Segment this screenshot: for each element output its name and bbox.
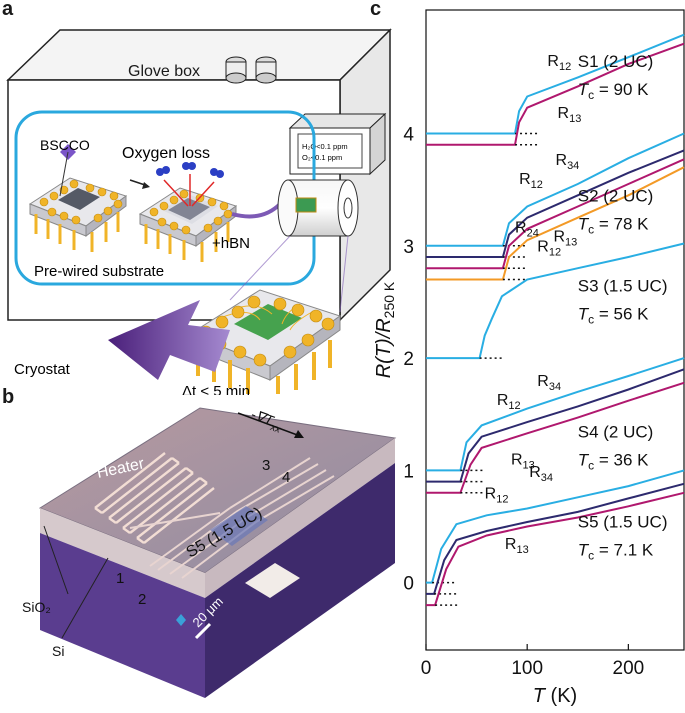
glove-box-label: Glove box — [128, 63, 200, 80]
series-name-label: R12 — [547, 53, 571, 73]
sio2-layer-side — [205, 438, 395, 598]
x-axis-label: T (K) — [533, 685, 577, 707]
gradient-label: -∇Txx — [248, 406, 286, 436]
series-line-r34 — [426, 482, 685, 595]
si-label: Si — [52, 643, 64, 659]
series-line-r12 — [426, 469, 685, 584]
series-name-label: R24 — [515, 219, 539, 239]
series-name-label: R12 — [485, 485, 509, 505]
step-arrowhead — [142, 182, 150, 189]
sample-tc-label: Tc = 90 K — [578, 80, 649, 102]
si-substrate-side — [205, 463, 395, 698]
hbn-label: +hBN — [212, 235, 250, 252]
knob-icon — [225, 56, 277, 84]
series-line-r34 — [426, 368, 685, 483]
cryostat-arrow — [108, 300, 230, 380]
gradient-arrowhead — [294, 430, 304, 438]
series-name-label: R13 — [553, 228, 577, 248]
x-tick-label: 200 — [613, 658, 645, 679]
si-substrate-front — [40, 533, 205, 698]
marker-icon — [176, 614, 186, 626]
cryostat-label: Cryostat — [14, 361, 71, 378]
sample-name-label: S2 (2 UC) — [578, 187, 654, 206]
chip-bscco-before — [28, 177, 128, 252]
bscco-label: BSCCO — [40, 137, 90, 153]
y-tick-label: 2 — [403, 349, 414, 370]
y-tick-label: 3 — [403, 237, 414, 258]
transfer-time-label: Δt < 5 min — [182, 383, 250, 395]
series-name-label: R34 — [556, 152, 580, 172]
heater-element — [94, 452, 215, 544]
contact-label-3: 3 — [262, 457, 270, 474]
x-tick-label: 100 — [511, 658, 543, 679]
panel-letter-c: c — [370, 0, 382, 20]
scale-bar — [194, 622, 212, 640]
series-name-label: R34 — [537, 373, 561, 393]
sample-tc-label: Tc = 56 K — [578, 305, 649, 327]
resistance-chart: 0 1 2 3 4 0 100 200 T (K) R(T)/R250 K S1 (2 UC) Tc … — [373, 9, 685, 707]
series-name-label: R12 — [497, 392, 521, 412]
x-tick-label: 0 — [421, 658, 432, 679]
panel-letter-a: a — [2, 0, 14, 20]
si-leader — [61, 557, 109, 639]
y-tick-label: 4 — [403, 125, 414, 146]
sample-name-label: S1 (2 UC) — [578, 52, 654, 71]
panel-letter-b: b — [2, 386, 15, 408]
load-lock-tube — [277, 179, 359, 237]
sio2-layer-front — [40, 508, 205, 598]
panel-a-illustration: Glove box H₂O<0.1 ppm O₂<0.1 ppm BSCCO — [6, 28, 392, 395]
oxygen-loss-label: Oxygen loss — [122, 145, 210, 162]
gradient-arrow — [237, 412, 301, 437]
gas-gauge: H₂O<0.1 ppm O₂<0.1 ppm — [288, 112, 387, 176]
oxygen-molecule-icon — [156, 162, 224, 178]
substrate-label: Pre-wired substrate — [34, 263, 164, 280]
series-line-r12 — [426, 33, 685, 135]
series-name-label: R12 — [519, 171, 543, 191]
sample-name-label: S3 (1.5 UC) — [578, 277, 668, 296]
oxygen-escape-arrows — [163, 174, 215, 207]
gauge-o2-text: O₂<0.1 ppm — [302, 153, 342, 162]
series-line-r13 — [426, 491, 685, 607]
series-name-label: R12 — [537, 238, 561, 258]
zoom-line — [229, 235, 291, 301]
y-axis-label: R(T)/R250 K — [373, 281, 397, 378]
series-name-label: R13 — [505, 536, 529, 556]
chip-hbn-after — [138, 187, 238, 262]
contact-pad — [245, 563, 300, 598]
contact-label-4: 4 — [282, 469, 290, 486]
bscco-pointer — [59, 151, 69, 197]
contact-label-1: 1 — [116, 570, 124, 587]
panel-b-illustration: Heater 1 2 3 4 S5 (1.5 UC) -∇Txx 20 μm S… — [22, 406, 397, 698]
sample-tc-label: Tc = 36 K — [578, 451, 649, 473]
y-tick-label: 0 — [403, 574, 414, 595]
sample-name-label: S4 (2 UC) — [578, 423, 654, 442]
series-name-label: R13 — [511, 452, 535, 472]
sio2-label: SiO₂ — [22, 599, 51, 615]
zoom-line — [339, 235, 349, 313]
y-tick-label: 1 — [403, 461, 414, 482]
sio2-leader — [43, 525, 69, 595]
series-line-r12 — [426, 242, 685, 360]
gauge-h2o-text: H₂O<0.1 ppm — [302, 142, 348, 151]
sample-name-label: S5 (1.5 UC) — [578, 512, 668, 531]
contact-label-2: 2 — [138, 591, 146, 608]
sample-flake — [210, 506, 268, 546]
plot-frame — [425, 9, 685, 651]
sample-tc-label: Tc = 78 K — [578, 215, 649, 237]
series-name-label: R13 — [558, 105, 582, 125]
series-line-r13 — [426, 42, 685, 146]
series-line-r13 — [426, 381, 685, 494]
series-line-r12 — [426, 357, 685, 472]
series-name-label: R34 — [529, 464, 553, 484]
sample-tc-label: Tc = 7.1 K — [578, 540, 654, 562]
